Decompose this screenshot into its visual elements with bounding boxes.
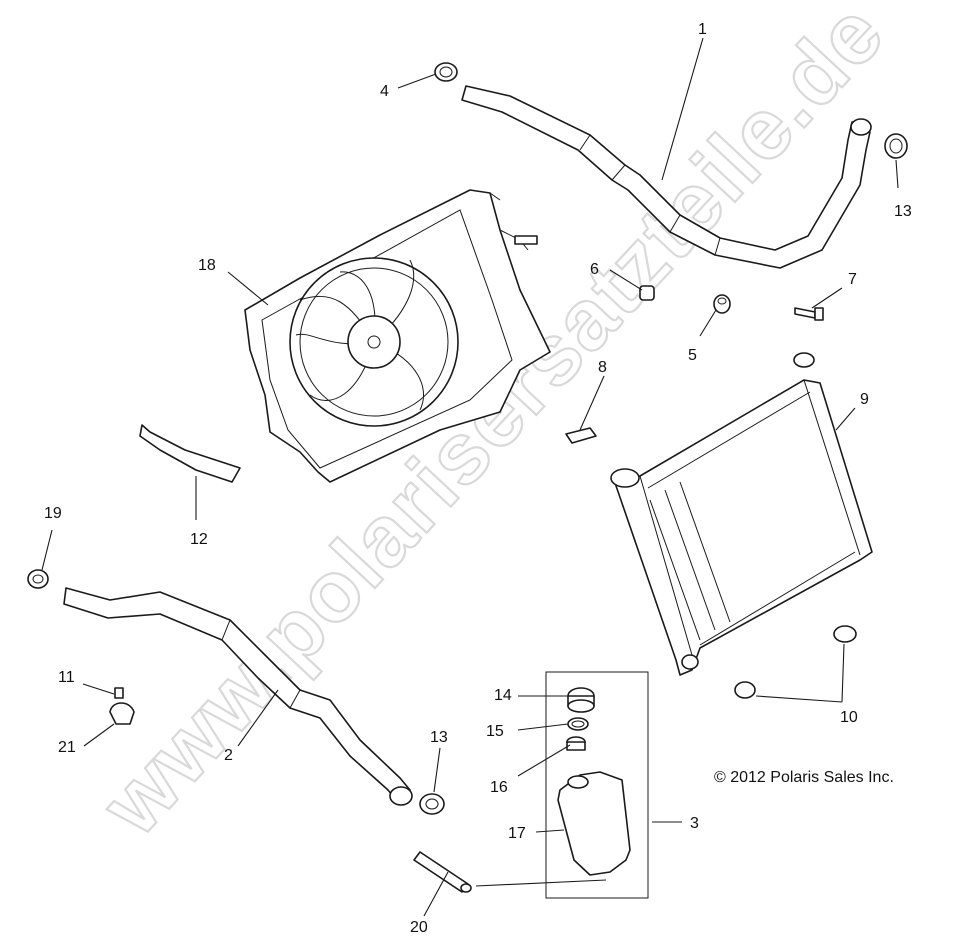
callout-11: 11 bbox=[58, 669, 75, 686]
callout-2: 2 bbox=[224, 747, 233, 764]
callout-5: 5 bbox=[688, 347, 697, 364]
callout-9: 9 bbox=[860, 391, 869, 408]
grommet-5-part bbox=[713, 294, 731, 314]
callout-13-bottom: 13 bbox=[430, 729, 448, 746]
callout-20: 20 bbox=[410, 919, 428, 936]
callout-12: 12 bbox=[190, 531, 208, 548]
clamp-19-part bbox=[27, 569, 49, 589]
grommets-10-part bbox=[734, 625, 857, 699]
nut-6-part bbox=[639, 285, 655, 301]
foam-strip-part bbox=[139, 424, 241, 483]
cap-14-part bbox=[567, 687, 595, 713]
screw-11-part bbox=[114, 687, 124, 699]
callout-16: 16 bbox=[490, 779, 508, 796]
seal-16-part bbox=[566, 736, 586, 751]
clamp-21-part bbox=[109, 702, 135, 725]
overflow-hose-20-part bbox=[413, 851, 472, 893]
callout-18: 18 bbox=[198, 257, 216, 274]
reservoir-17-part bbox=[557, 771, 631, 876]
callout-6: 6 bbox=[590, 261, 599, 278]
callout-21: 21 bbox=[58, 739, 76, 756]
clamp-13-top-part bbox=[884, 133, 908, 159]
callout-10: 10 bbox=[840, 709, 858, 726]
clamp-4-part bbox=[434, 62, 458, 82]
callout-17: 17 bbox=[508, 825, 526, 842]
leader-lines bbox=[41, 37, 899, 917]
callout-8: 8 bbox=[598, 359, 607, 376]
callout-13-top: 13 bbox=[894, 203, 912, 220]
radiator-part bbox=[610, 352, 873, 676]
reservoir-assembly-box bbox=[545, 671, 649, 899]
upper-hose-part bbox=[461, 85, 872, 269]
bracket-8-part bbox=[565, 427, 597, 444]
fan-shroud-part bbox=[244, 189, 551, 483]
callout-19: 19 bbox=[44, 505, 62, 522]
callout-14: 14 bbox=[494, 687, 512, 704]
callout-3: 3 bbox=[690, 815, 699, 832]
callout-7: 7 bbox=[848, 271, 857, 288]
callout-1: 1 bbox=[698, 21, 707, 38]
callout-15: 15 bbox=[486, 723, 504, 740]
clamp-13-bottom-part bbox=[419, 793, 445, 815]
callout-4: 4 bbox=[380, 83, 389, 100]
oring-15-part bbox=[567, 717, 589, 731]
copyright-text: © 2012 Polaris Sales Inc. bbox=[714, 769, 894, 786]
lower-hose-part bbox=[63, 587, 413, 806]
callout-labels: 1 2 3 4 5 6 7 8 9 10 11 12 13 13 14 15 1… bbox=[44, 21, 912, 936]
bolt-7-part bbox=[794, 307, 824, 321]
